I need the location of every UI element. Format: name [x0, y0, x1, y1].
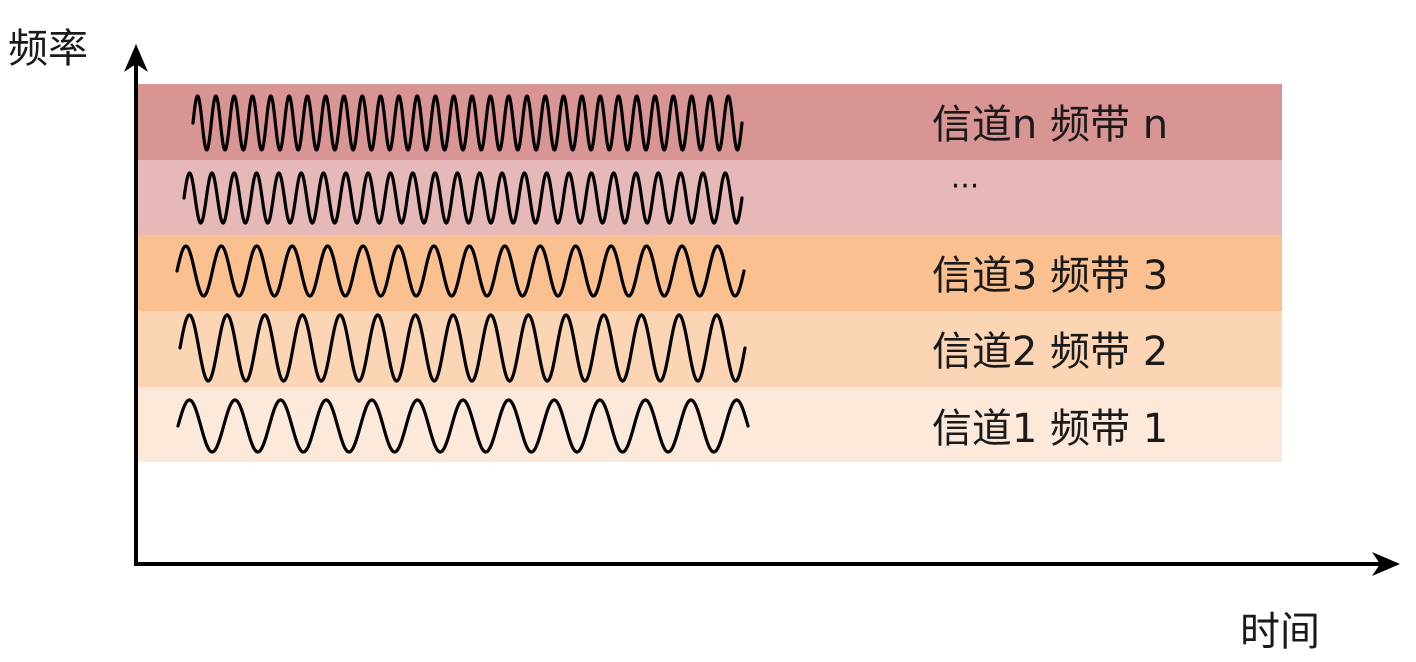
band-ellipsis-label: ···	[951, 169, 980, 204]
band-n-label: 信道n 频带 n	[932, 102, 1168, 148]
y-axis-label: 频率	[8, 26, 88, 72]
band-3-label: 信道3 频带 3	[932, 253, 1168, 299]
band-2-background	[138, 311, 1282, 387]
band-ellipsis-wave	[182, 171, 744, 225]
band-labels-group: 信道n 频带 n ··· 信道3 频带 3 信道2 频带 2 信道1 频带 1	[932, 102, 1168, 452]
band-3-wave	[175, 244, 746, 298]
band-2-label: 信道2 频带 2	[932, 329, 1168, 375]
band-n-wave	[191, 94, 744, 152]
y-axis-arrowhead	[124, 44, 148, 72]
band-1-wave	[176, 398, 750, 454]
x-axis-arrowhead	[1372, 552, 1400, 576]
waves-group	[175, 94, 750, 454]
axes-group	[124, 44, 1400, 576]
band-1-label: 信道1 频带 1	[932, 406, 1168, 452]
band-2-wave	[178, 313, 747, 383]
x-axis-label: 时间	[1240, 609, 1320, 655]
